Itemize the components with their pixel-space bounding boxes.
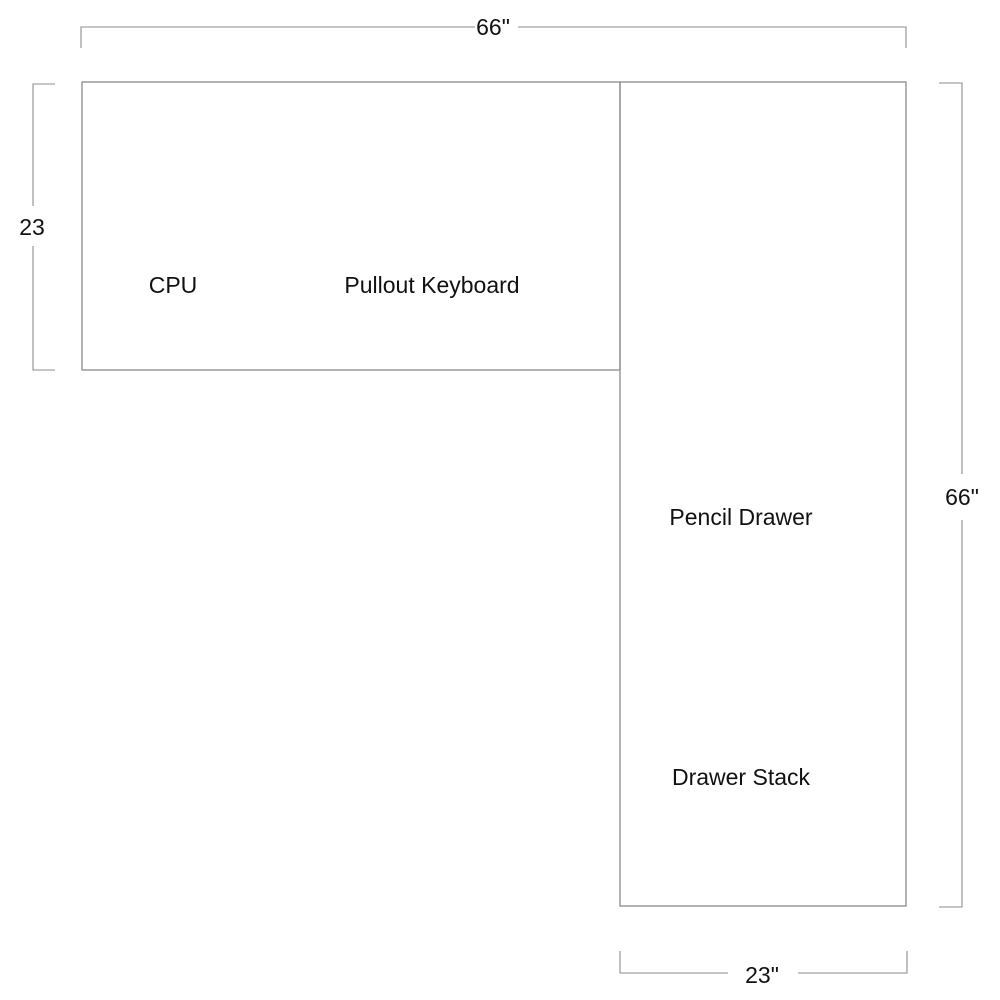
dimension-top-label: 66" xyxy=(476,14,510,40)
dimension-left-line-bottom xyxy=(32,246,55,371)
dimension-left-label: 23 xyxy=(19,214,45,240)
dimension-left-line-top xyxy=(32,83,55,206)
dimension-bottom-label: 23" xyxy=(745,962,779,988)
dimension-top-line-left xyxy=(80,26,475,48)
dimension-right-line-bottom xyxy=(939,520,963,908)
dimension-left-depth: 23 xyxy=(19,83,55,371)
dimension-bottom-line-left xyxy=(619,951,728,974)
desk-top-section xyxy=(81,81,621,371)
dimension-top-line-right xyxy=(518,26,907,48)
drawer-stack-label: Drawer Stack xyxy=(672,764,811,790)
dimension-right-length: 66" xyxy=(939,82,979,908)
dimension-right-label: 66" xyxy=(945,484,979,510)
pencil-drawer-label: Pencil Drawer xyxy=(669,504,812,530)
dimension-bottom-width: 23" xyxy=(619,951,908,988)
pullout-keyboard-label: Pullout Keyboard xyxy=(344,272,519,298)
dimension-right-line-top xyxy=(939,82,963,474)
desk-right-section xyxy=(619,81,907,907)
cpu-label: CPU xyxy=(149,272,198,298)
dimension-top-width: 66" xyxy=(80,14,907,48)
dimension-bottom-line-right xyxy=(798,951,908,974)
